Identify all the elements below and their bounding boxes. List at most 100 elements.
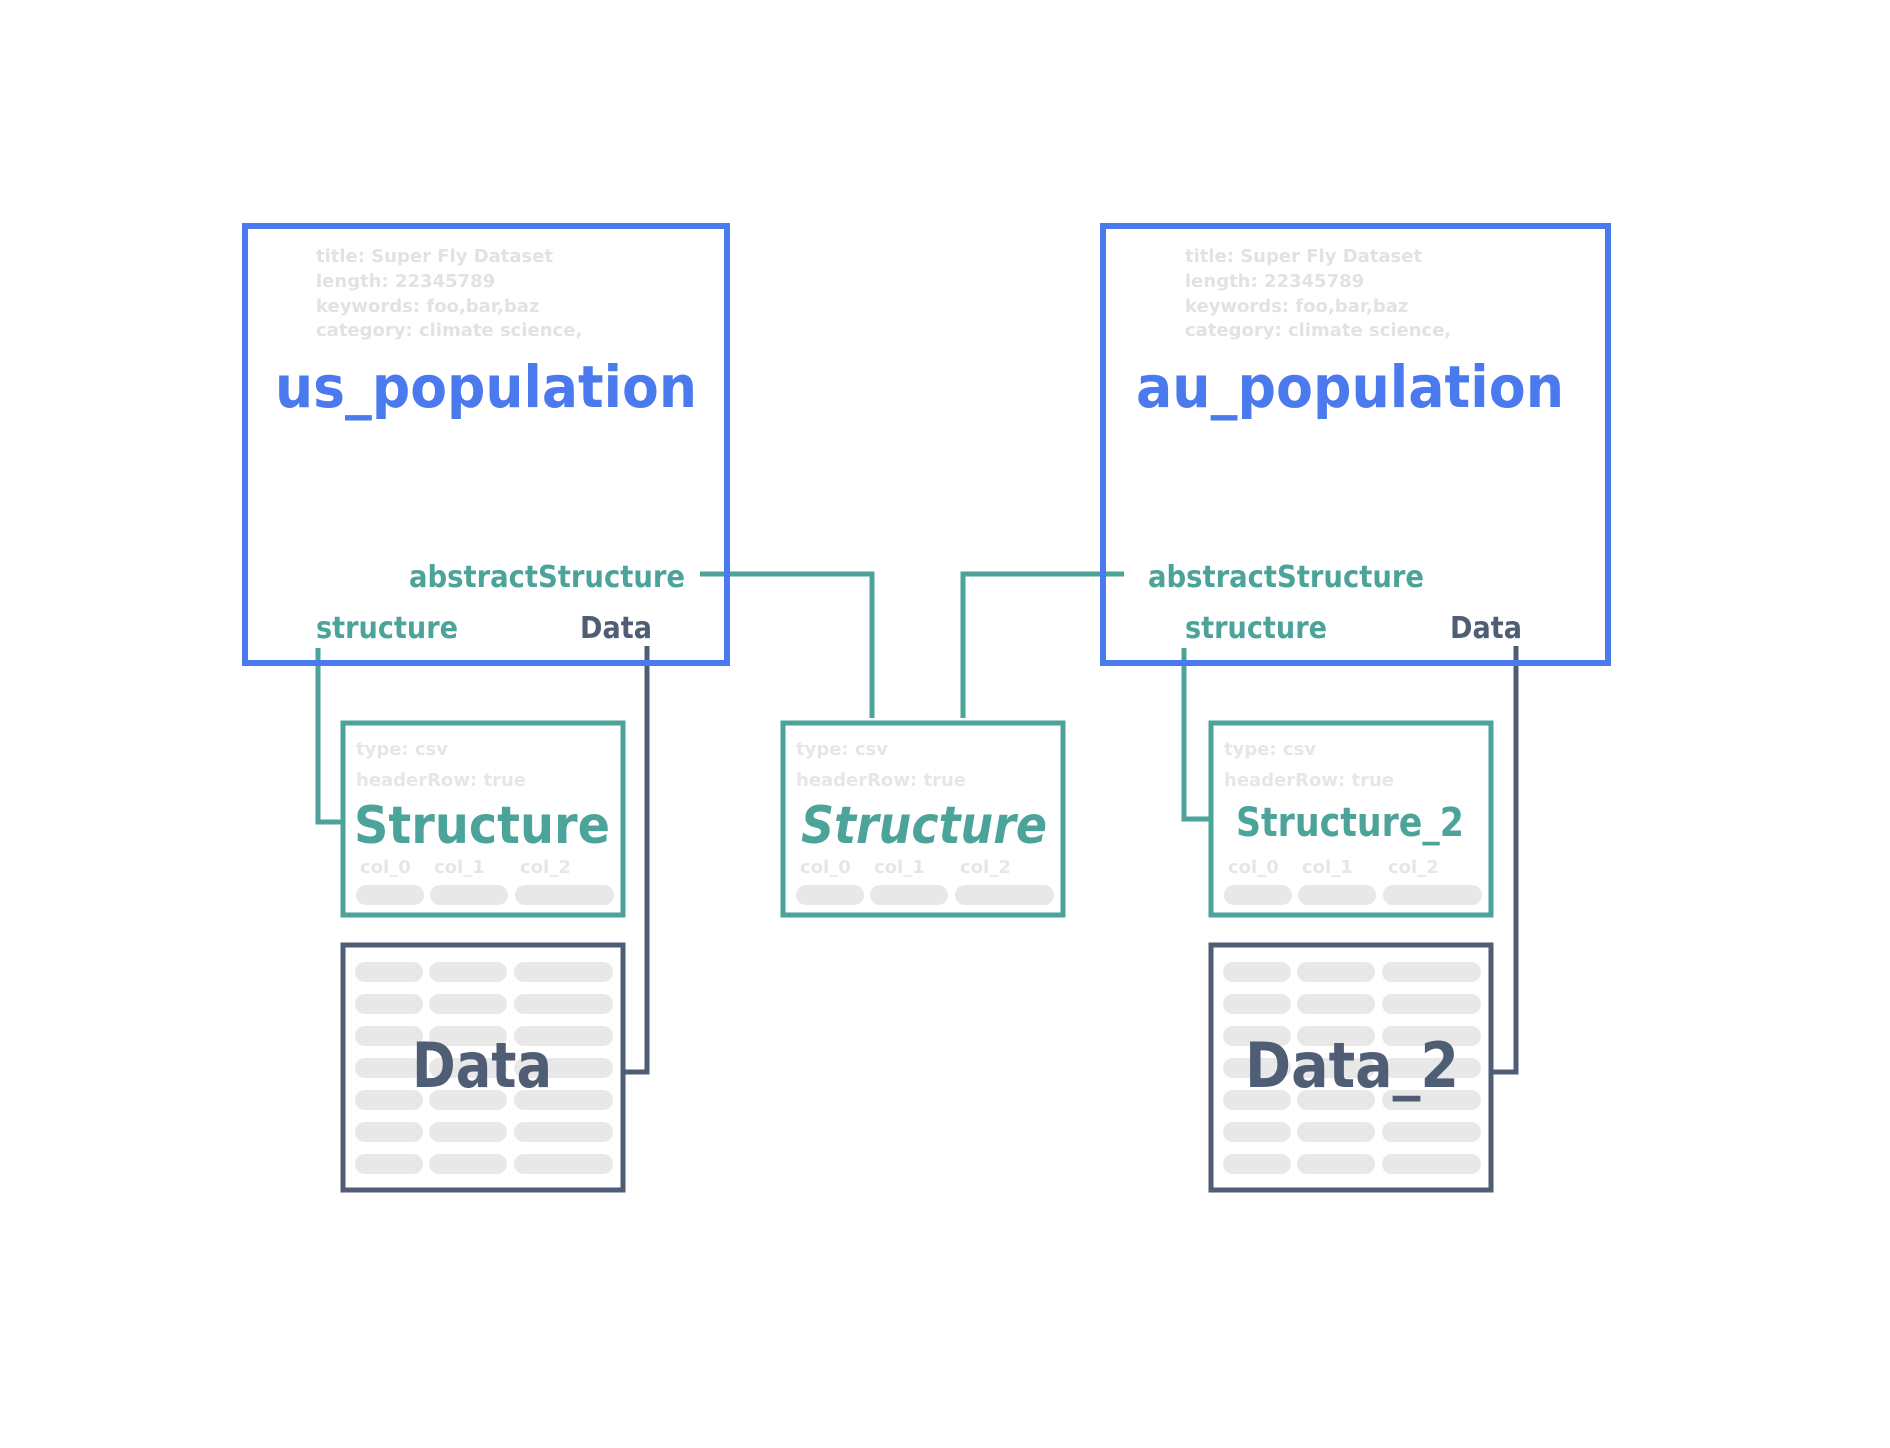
data-table-right: Data_2 bbox=[1208, 942, 1494, 1193]
placeholder-cell bbox=[514, 962, 613, 982]
column-label: col_0 bbox=[1228, 857, 1279, 878]
placeholder-cell bbox=[1297, 994, 1375, 1014]
column-label: col_1 bbox=[1302, 857, 1353, 878]
placeholder-cell bbox=[429, 994, 507, 1014]
placeholder-cell bbox=[514, 1058, 613, 1078]
placeholder-cell bbox=[1223, 1154, 1291, 1174]
structure-title: Structure bbox=[801, 796, 1047, 856]
dataset-us-population: title: Super Fly Dataset length: 2234578… bbox=[242, 223, 730, 666]
structure-meta-type: type: csv bbox=[796, 739, 888, 760]
placeholder-cell bbox=[514, 1090, 613, 1110]
placeholder-cell bbox=[1223, 1122, 1291, 1142]
meta-category: category: climate science, bbox=[316, 320, 582, 341]
dataset-box bbox=[1100, 223, 1611, 666]
placeholder-cell bbox=[1223, 1026, 1291, 1046]
placeholder-cell bbox=[1297, 1122, 1375, 1142]
placeholder-cell bbox=[429, 1058, 507, 1078]
placeholder-cell bbox=[515, 885, 614, 905]
abstract-structure-label: abstractStructure bbox=[409, 560, 685, 595]
placeholder-cell bbox=[1297, 1154, 1375, 1174]
placeholder-cell bbox=[429, 1026, 507, 1046]
connector-us-abstract-structure bbox=[700, 571, 875, 718]
data-label: Data bbox=[1450, 611, 1522, 646]
placeholder-cell bbox=[1382, 962, 1481, 982]
placeholder-cell bbox=[1383, 885, 1482, 905]
structure-meta-header: headerRow: true bbox=[356, 770, 526, 791]
placeholder-cell bbox=[355, 1058, 423, 1078]
placeholder-cell bbox=[429, 1090, 507, 1110]
column-label: col_1 bbox=[434, 857, 485, 878]
placeholder-cell bbox=[1382, 994, 1481, 1014]
data-title: Data_2 bbox=[1245, 1029, 1459, 1102]
meta-length: length: 22345789 bbox=[1185, 271, 1364, 292]
placeholder-cell bbox=[429, 1154, 507, 1174]
structure-card-center: type: csv headerRow: true Structure col_… bbox=[780, 720, 1066, 918]
structure-meta-header: headerRow: true bbox=[1224, 770, 1394, 791]
placeholder-cell bbox=[1223, 1090, 1291, 1110]
meta-length: length: 22345789 bbox=[316, 271, 495, 292]
dataset-au-population: title: Super Fly Dataset length: 2234578… bbox=[1100, 223, 1611, 666]
placeholder-cell bbox=[429, 962, 507, 982]
structure-box bbox=[780, 720, 1066, 918]
placeholder-cell bbox=[355, 1154, 423, 1174]
placeholder-cell bbox=[1382, 1090, 1481, 1110]
data-placeholder-grid bbox=[1223, 962, 1481, 1174]
placeholder-cell bbox=[870, 885, 948, 905]
connectors bbox=[315, 571, 1519, 1075]
placeholder-cell bbox=[1297, 1058, 1375, 1078]
placeholder-cell bbox=[355, 1026, 423, 1046]
structure-box bbox=[340, 720, 626, 918]
data-label: Data bbox=[580, 611, 652, 646]
column-label: col_0 bbox=[360, 857, 411, 878]
placeholder-cell bbox=[1382, 1154, 1481, 1174]
placeholder-cell bbox=[1297, 1026, 1375, 1046]
meta-keywords: keywords: foo,bar,baz bbox=[316, 296, 539, 317]
dataset-name: us_population bbox=[275, 353, 697, 421]
abstract-structure-label: abstractStructure bbox=[1148, 560, 1424, 595]
placeholder-cell bbox=[1298, 885, 1376, 905]
placeholder-cell bbox=[1297, 962, 1375, 982]
structure-card-left: type: csv headerRow: true Structure col_… bbox=[340, 720, 626, 918]
placeholder-cell bbox=[514, 1154, 613, 1174]
structure-title: Structure bbox=[354, 796, 610, 856]
placeholder-cell bbox=[1382, 1026, 1481, 1046]
placeholder-cell bbox=[1382, 1058, 1481, 1078]
meta-keywords: keywords: foo,bar,baz bbox=[1185, 296, 1408, 317]
connector-us-data bbox=[622, 646, 650, 1075]
placeholder-cell bbox=[1382, 1122, 1481, 1142]
placeholder-cell bbox=[1223, 994, 1291, 1014]
structure-title: Structure_2 bbox=[1236, 800, 1464, 846]
placeholder-cell bbox=[514, 994, 613, 1014]
column-label: col_1 bbox=[874, 857, 925, 878]
placeholder-cell bbox=[514, 1122, 613, 1142]
placeholder-cell bbox=[430, 885, 508, 905]
dataset-name: au_population bbox=[1136, 353, 1564, 421]
structure-label: structure bbox=[316, 611, 458, 646]
data-title: Data bbox=[412, 1029, 552, 1102]
data-placeholder-grid bbox=[355, 962, 613, 1174]
placeholder-cell bbox=[356, 885, 424, 905]
placeholder-cell bbox=[355, 1122, 423, 1142]
placeholder-cell bbox=[796, 885, 864, 905]
placeholder-cell bbox=[1223, 1058, 1291, 1078]
placeholder-cell bbox=[429, 1122, 507, 1142]
placeholder-cell bbox=[955, 885, 1054, 905]
placeholder-cell bbox=[355, 1090, 423, 1110]
structure-label: structure bbox=[1185, 611, 1327, 646]
column-label: col_2 bbox=[1388, 857, 1439, 878]
structure-meta-type: type: csv bbox=[356, 739, 448, 760]
column-label: col_2 bbox=[520, 857, 571, 878]
placeholder-cell bbox=[1224, 885, 1292, 905]
connector-au-structure bbox=[1181, 648, 1210, 822]
connector-au-abstract-structure bbox=[960, 571, 1124, 718]
meta-title: title: Super Fly Dataset bbox=[1185, 246, 1422, 267]
placeholder-cell bbox=[1297, 1090, 1375, 1110]
meta-category: category: climate science, bbox=[1185, 320, 1451, 341]
meta-title: title: Super Fly Dataset bbox=[316, 246, 553, 267]
dataset-box bbox=[242, 223, 730, 666]
connector-us-structure bbox=[315, 648, 342, 825]
column-label: col_0 bbox=[800, 857, 851, 878]
data-table-left: Data bbox=[340, 942, 626, 1193]
structure-meta-header: headerRow: true bbox=[796, 770, 966, 791]
